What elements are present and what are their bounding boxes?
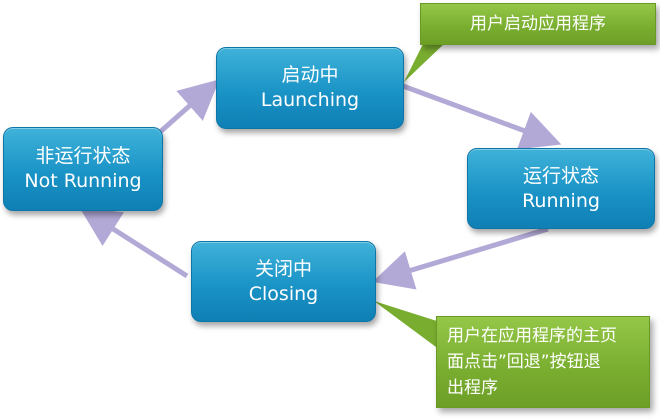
state-not-running-en: Not Running (24, 170, 142, 192)
arrow-running-to-closing (372, 226, 549, 290)
launch-note-text: 用户启动应用程序 (470, 14, 606, 34)
close-note-line1: 用户在应用程序的主页 (447, 326, 617, 346)
state-closing-cn: 关闭中 (254, 257, 312, 280)
arrow-closing-to-not-running (79, 207, 189, 279)
close-note: 用户在应用程序的主页 面点击”回退”按钮退 出程序 (436, 316, 650, 408)
state-not-running-cn: 非运行状态 (35, 145, 131, 167)
state-running-cn: 运行状态 (522, 164, 599, 187)
launch-note: 用户启动应用程序 (420, 3, 656, 45)
state-launching-en: Launching (260, 89, 360, 111)
state-launching-cn: 启动中 (281, 64, 339, 86)
arrow-not-running-to-launching (158, 79, 220, 134)
state-running: 运行状态 Running (467, 148, 655, 229)
state-running-en: Running (522, 189, 600, 212)
close-note-line2: 面点击”回退”按钮退 (447, 352, 601, 372)
arrow-launching-to-running (402, 83, 562, 150)
close-note-pointer (374, 301, 440, 350)
state-closing: 关闭中 Closing (191, 241, 376, 322)
launch-note-pointer (404, 42, 446, 82)
state-not-running: 非运行状态 Not Running (3, 127, 163, 211)
close-note-line3: 出程序 (447, 378, 498, 398)
state-launching: 启动中 Launching (216, 47, 404, 129)
state-closing-en: Closing (248, 282, 319, 305)
